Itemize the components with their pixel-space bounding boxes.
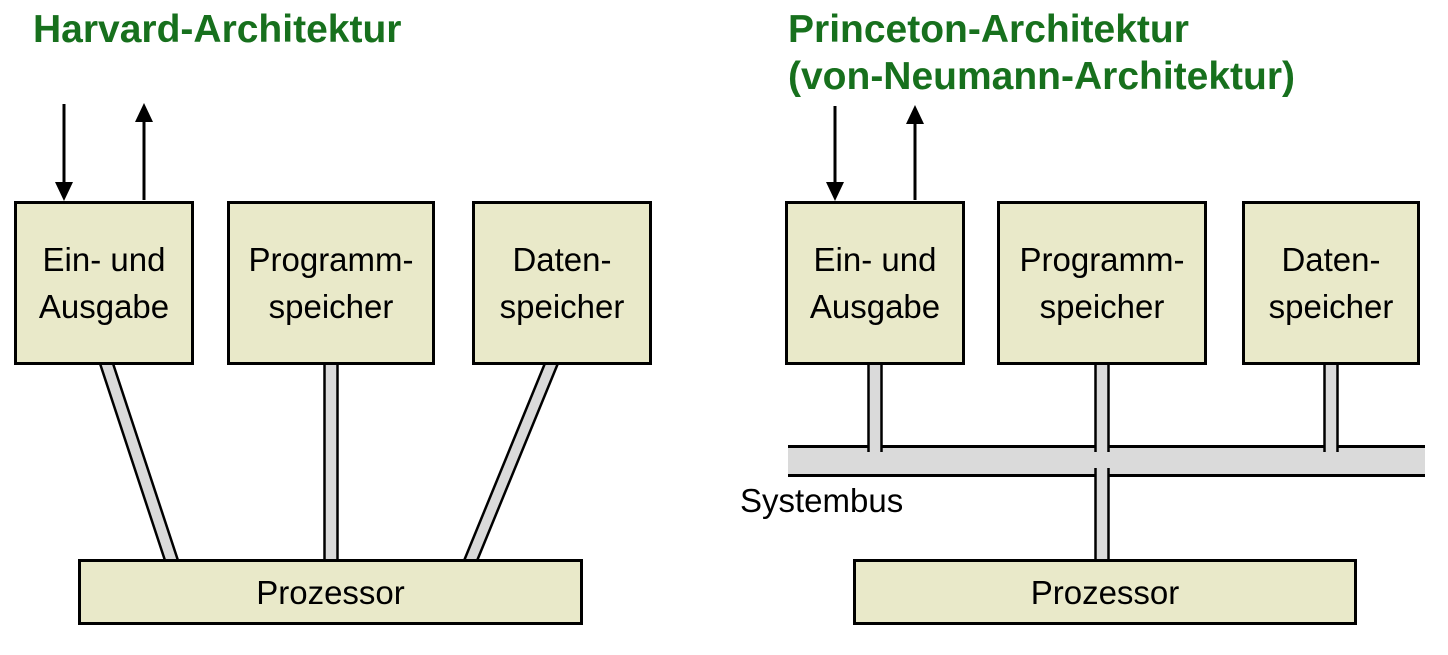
harvard-processor-box: Prozessor [78,559,583,625]
princeton-data-bus [1323,362,1339,452]
harvard-program-memory-label: Programm- speicher [248,241,414,325]
princeton-output-arrow-icon [906,105,924,200]
harvard-title: Harvard-Architektur [33,8,402,51]
princeton-program-memory-label: Programm- speicher [1019,241,1185,325]
princeton-data-memory-box: Daten- speicher [1242,201,1420,365]
harvard-io-bus [98,361,180,563]
harvard-data-memory-box: Daten- speicher [472,201,652,365]
princeton-processor-box: Prozessor [853,559,1357,625]
harvard-processor-label: Prozessor [256,573,405,611]
princeton-io-bus [867,362,883,452]
princeton-processor-bus [1094,468,1110,562]
systembus-label: Systembus [740,482,904,519]
harvard-program-bus [323,362,339,562]
princeton-data-memory-label: Daten- speicher [1268,241,1394,325]
princeton-io-label: Ein- und Ausgabe [809,241,941,325]
harvard-data-memory-label: Daten- speicher [499,241,625,325]
harvard-program-memory-box: Programm- speicher [227,201,435,365]
princeton-program-memory-box: Programm- speicher [997,201,1207,365]
harvard-io-box: Ein- und Ausgabe [14,201,194,365]
harvard-input-arrow-icon [55,104,73,201]
princeton-input-arrow-icon [826,106,844,201]
princeton-io-box: Ein- und Ausgabe [785,201,965,365]
princeton-processor-label: Prozessor [1030,573,1180,611]
princeton-title: Princeton-Architektur (von-Neumann-Archi… [788,8,1296,98]
harvard-data-bus [462,361,560,563]
harvard-io-label: Ein- und Ausgabe [38,241,170,325]
princeton-program-bus [1094,362,1110,452]
harvard-output-arrow-icon [135,103,153,200]
